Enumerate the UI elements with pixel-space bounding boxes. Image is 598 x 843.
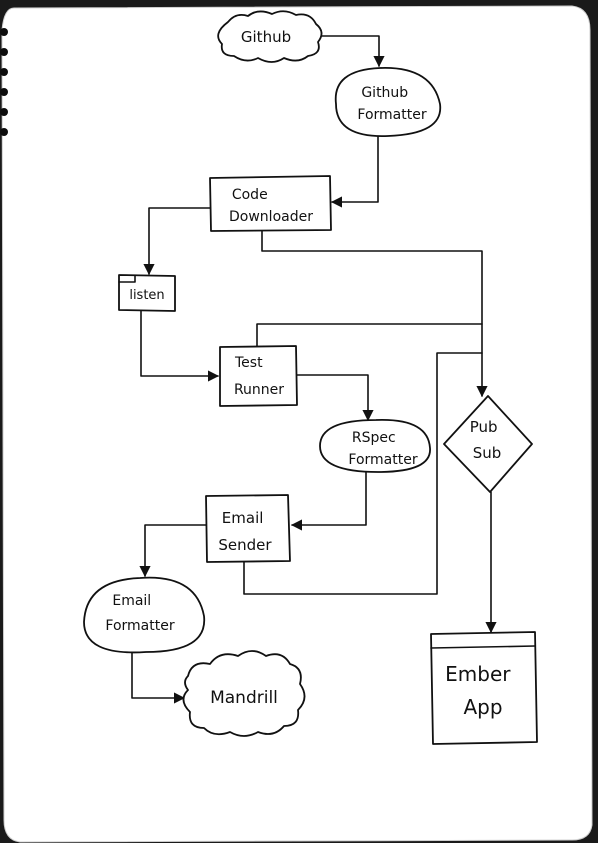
edge-emailsender-to-pubsub (243, 352, 483, 595)
node-label: Pub Sub (470, 418, 503, 462)
blob-shape (319, 419, 431, 473)
node-pub-sub: Pub Sub (443, 395, 533, 493)
node-rspec-formatter: RSpec Formatter (319, 419, 431, 473)
node-label: Test Runner (234, 355, 284, 398)
window-titlebar (430, 645, 536, 649)
edge-downloader-to-listen (143, 207, 211, 276)
node-ember-app: Ember App (430, 631, 538, 745)
cloud-shape (182, 650, 306, 737)
rect-shape (118, 274, 176, 312)
cloud-shape (217, 10, 323, 63)
rect-shape (205, 494, 291, 563)
edge-emailsender-to-emailformatter (139, 524, 207, 578)
edges (131, 35, 497, 704)
node-code-downloader: Code Downloader (209, 175, 332, 232)
node-listen: listen (118, 274, 176, 312)
rect-shape (430, 631, 538, 745)
node-label: Ember App (445, 662, 517, 719)
node-label: listen (129, 288, 164, 303)
node-mandrill: Mandrill (182, 650, 306, 737)
edge-emailformatter-to-mandrill (131, 651, 186, 704)
node-email-formatter: Email Formatter (83, 576, 206, 654)
edge-formatter-to-downloader (330, 134, 379, 208)
node-github: Github (217, 10, 323, 63)
blob-shape (83, 576, 206, 654)
node-label: Github (241, 28, 291, 46)
node-label: Email Formatter (105, 593, 174, 634)
diamond-shape (443, 395, 533, 493)
rect-shape (209, 175, 332, 232)
node-github-formatter: Github Formatter (334, 67, 442, 137)
spiral-holes (0, 28, 8, 136)
edge-github-to-formatter (317, 35, 385, 68)
rect-shape (219, 345, 298, 407)
blob-shape (334, 67, 442, 137)
node-email-sender: Email Sender (205, 494, 291, 563)
rect-tab (118, 275, 136, 283)
node-label: Mandrill (210, 688, 278, 708)
edge-testrunner-to-pubsub (256, 323, 483, 348)
edge-rspec-to-emailsender (290, 469, 367, 531)
node-test-runner: Test Runner (219, 345, 298, 407)
node-label: RSpec Formatter (348, 430, 417, 468)
node-label: Github Formatter (357, 85, 426, 123)
edge-testrunner-to-rspec (295, 374, 374, 422)
edge-listen-to-testrunner (140, 309, 220, 382)
node-label: Code Downloader (229, 187, 313, 225)
node-label: Email Sender (218, 509, 272, 554)
